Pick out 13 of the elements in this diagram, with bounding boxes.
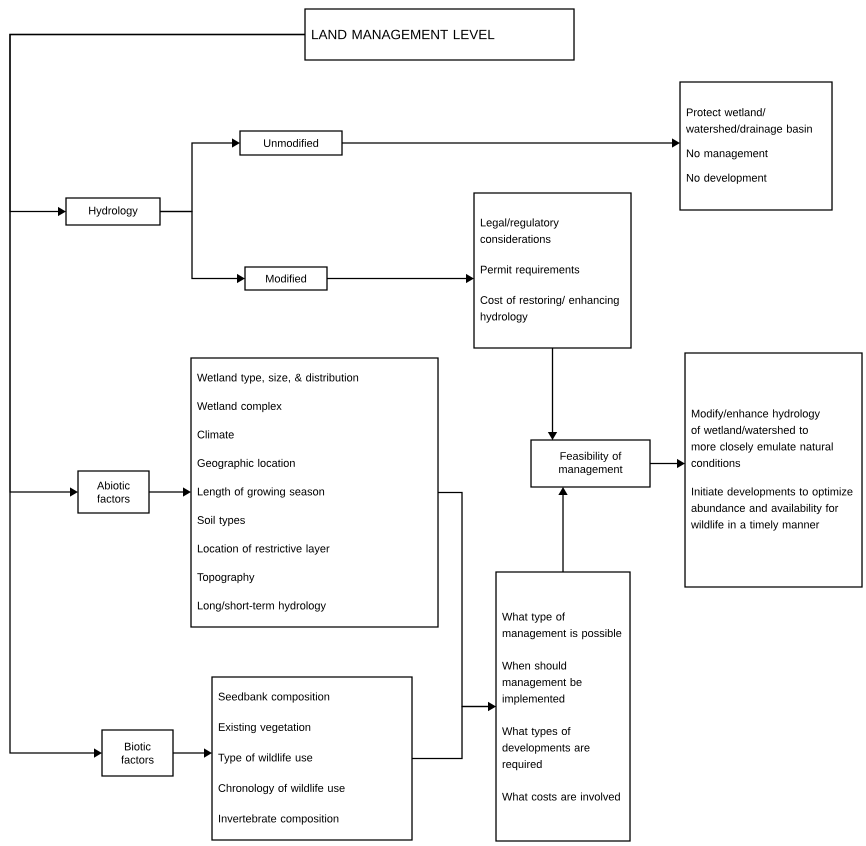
- outcome-box: Modify/enhance hydrology of wetland/watershed to more closely emulate natural conditions Initiate developments to optimize abundance and availability for wildlife in a timely manner: [684, 352, 863, 588]
- category-box: Unmodified: [239, 130, 343, 156]
- factor-list-box: Seedbank composition Existing vegetation Type of wildlife use Chronology of wildlife use Invertebrate composition: [211, 676, 413, 841]
- title-box: LAND MANAGEMENT LEVEL: [304, 8, 575, 61]
- consideration-box: Legal/regulatory considerations Permit requirements Cost of restoring/ enhancing hydrology: [473, 192, 632, 349]
- outcome-box: Protect wetland/ watershed/drainage basin No management No development: [679, 81, 833, 211]
- decision-box: Feasibility of management: [530, 439, 651, 488]
- category-box: Biotic factors: [101, 729, 174, 777]
- question-box: What type of management is possible When should management be implemented What types of developments are required What costs are involved: [495, 571, 631, 842]
- category-box: Abiotic factors: [77, 470, 150, 514]
- factor-list-box: Wetland type, size, & distribution Wetland complex Climate Geographic location Length of growing season Soil types Location of restrictive layer Topography Long/short-term hydrology: [190, 357, 439, 628]
- category-box: Hydrology: [65, 197, 161, 226]
- category-box: Modified: [244, 266, 328, 291]
